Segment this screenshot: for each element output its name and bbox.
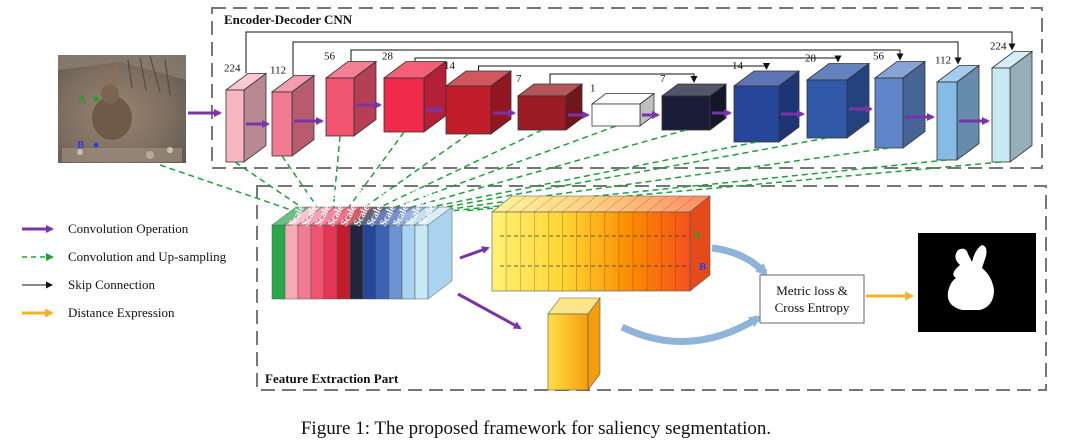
legend-item: Convolution and Up-sampling xyxy=(22,249,227,264)
cnn-block-size-label: 28 xyxy=(382,51,394,63)
cnn-block-size-label: 224 xyxy=(224,63,241,75)
scale-slice xyxy=(414,224,429,300)
stack-to-point-arrow xyxy=(457,292,522,330)
metric-loss-box: Metric loss & Cross Entropy xyxy=(759,274,865,324)
skip-connection-line xyxy=(292,41,962,76)
figure-caption: Figure 1: The proposed framework for sal… xyxy=(301,418,771,439)
encoder-decoder-frame xyxy=(211,7,1043,169)
feature-extraction-title: Feature Extraction Part xyxy=(265,371,399,386)
feature-point-b-label: B xyxy=(699,261,707,273)
scale-slice xyxy=(297,224,312,300)
upsampling-line xyxy=(423,137,828,212)
image-point-b-marker xyxy=(93,142,99,148)
cnn-block: 56 xyxy=(324,51,378,137)
scale-slice xyxy=(336,224,351,300)
upsampling-line xyxy=(234,161,308,212)
single-point-feature xyxy=(547,297,601,391)
map-to-metric-curve xyxy=(711,244,768,276)
scale-feature-stack: Scale1-enScale2-enScale3-enScale4-enScal… xyxy=(271,187,453,300)
cnn-block: 224 xyxy=(990,41,1034,163)
cnn-block-size-label: 7 xyxy=(516,73,522,85)
legend-item: Skip Connection xyxy=(22,277,156,292)
legend-item: Distance Expression xyxy=(22,305,175,320)
concatenated-feature-map: A B xyxy=(491,195,711,292)
cnn-block: 14 xyxy=(732,60,801,143)
scale-slice xyxy=(375,224,390,300)
encoder-decoder-title: Encoder-Decoder CNN xyxy=(224,12,353,27)
encoder-decoder-blocks: 224 112 56 28 14 7 1 7 14 28 56 112 224 xyxy=(224,41,1034,163)
cnn-block: 7 xyxy=(660,73,728,131)
scale-slice xyxy=(323,224,338,300)
image-point-a-label: A xyxy=(78,94,86,106)
cnn-block-size-label: 28 xyxy=(805,53,817,65)
cnn-block: 7 xyxy=(516,73,584,131)
image-point-b-label: B xyxy=(77,139,85,151)
input-image: A B xyxy=(58,55,186,163)
cnn-block-size-label: 224 xyxy=(990,41,1007,53)
cnn-block: 224 xyxy=(224,63,268,163)
scale-slice xyxy=(362,224,377,300)
skip-connection-line xyxy=(350,49,904,62)
cnn-block: 56 xyxy=(873,51,927,149)
image-point-a-marker xyxy=(93,96,99,102)
point-to-metric-curve xyxy=(620,315,762,345)
upsampling-line xyxy=(371,129,543,212)
cnn-block: 28 xyxy=(382,51,448,133)
upsampling-line xyxy=(449,159,948,212)
legend-label: Skip Connection xyxy=(68,277,156,292)
upsampling-line xyxy=(410,141,757,212)
cnn-block: 112 xyxy=(270,65,316,157)
cnn-block-size-label: 56 xyxy=(324,51,336,63)
scale-slice xyxy=(284,224,299,300)
upsampling-line xyxy=(358,133,469,212)
cnn-block: 1 xyxy=(590,83,656,127)
upsampling-line xyxy=(345,131,405,212)
metric-loss-line2: Cross Entropy xyxy=(775,300,850,315)
scale-slice xyxy=(310,224,325,300)
cnn-block: 28 xyxy=(805,53,871,139)
cnn-block-size-label: 14 xyxy=(444,60,456,72)
skip-connection-line xyxy=(245,31,1016,74)
skip-connection-line xyxy=(549,73,698,84)
skip-connection-line xyxy=(478,63,770,71)
skip-connections xyxy=(245,31,1016,84)
scale-slice xyxy=(388,224,403,300)
legend-label: Convolution and Up-sampling xyxy=(68,249,227,264)
scale-slice xyxy=(271,224,286,300)
upsampling-line xyxy=(384,125,617,212)
legend-label: Distance Expression xyxy=(68,305,175,320)
scale-slice xyxy=(401,224,416,300)
cnn-block-size-label: 1 xyxy=(590,83,596,95)
cnn-block-size-label: 7 xyxy=(660,73,666,85)
cnn-block-size-label: 14 xyxy=(732,60,744,72)
cnn-block-size-label: 112 xyxy=(270,65,286,77)
upsampling-line xyxy=(281,155,321,212)
legend-item: Convolution Operation xyxy=(22,221,189,236)
feature-point-a-label: A xyxy=(693,229,701,241)
metric-loss-line1: Metric loss & xyxy=(776,283,848,298)
cnn-block: 14 xyxy=(444,60,513,135)
skip-connection-line xyxy=(414,55,842,63)
upsampling-line xyxy=(332,135,341,212)
cnn-block-size-label: 112 xyxy=(935,55,951,67)
upsampling-line xyxy=(159,164,295,212)
legend-label: Convolution Operation xyxy=(68,221,189,236)
saliency-map-output xyxy=(918,233,1036,332)
cnn-block: 112 xyxy=(935,55,981,161)
cnn-block-size-label: 56 xyxy=(873,51,885,63)
scale-slice xyxy=(349,224,364,300)
feature-extraction-frame xyxy=(256,185,1047,391)
stack-to-map-arrow xyxy=(459,246,490,260)
